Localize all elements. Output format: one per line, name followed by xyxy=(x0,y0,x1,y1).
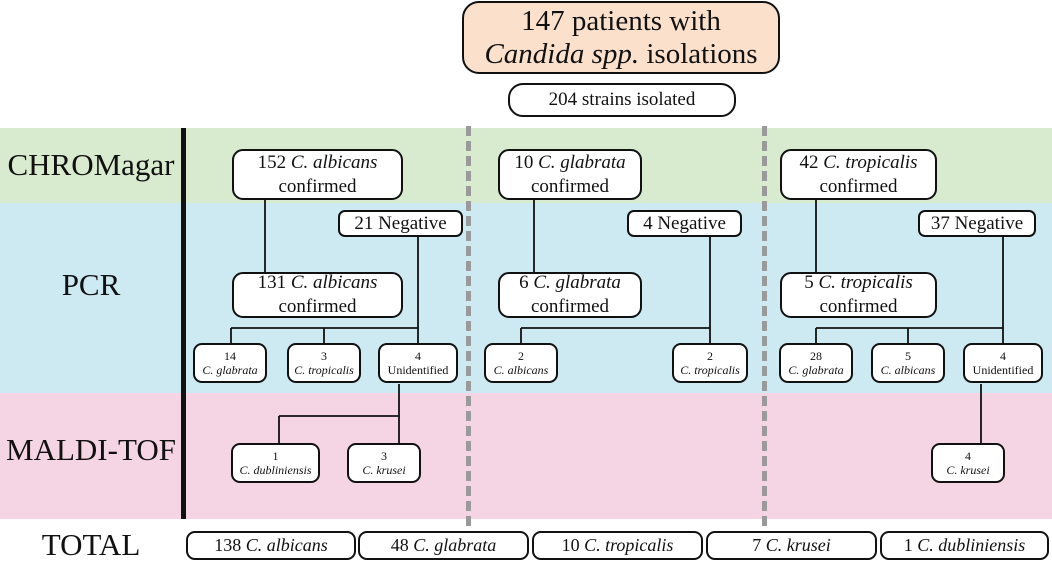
pcr-glabrata-box: 6 C. glabrata confirmed xyxy=(498,272,642,318)
chromagar-glabrata-box: 10 C. glabrata confirmed xyxy=(498,149,642,200)
row-label-pcr: PCR xyxy=(61,267,121,302)
column-divider-2 xyxy=(762,126,767,556)
negative-box-tropicalis: 37 Negative xyxy=(918,210,1036,237)
row-label-maldi: MALDI-TOF xyxy=(6,432,176,467)
negative-box-albicans: 21 Negative xyxy=(338,210,463,237)
total-label: TOTAL xyxy=(41,527,141,561)
column-divider-1 xyxy=(466,126,471,556)
row-divider-bar xyxy=(181,128,186,519)
total-glabrata: 48 C. glabrata xyxy=(358,531,529,560)
title-suffix: isolations xyxy=(639,37,758,70)
maldi-band xyxy=(0,393,1052,519)
title-genus: Candida spp. xyxy=(484,37,640,70)
title-line-1: 147 patients with xyxy=(521,4,721,37)
pcr-tropicalis-box: 5 C. tropicalis confirmed xyxy=(780,272,937,318)
strains-box: 204 strains isolated xyxy=(508,83,736,117)
total-dubliniensis: 1 C. dubliniensis xyxy=(880,531,1049,560)
total-krusei: 7 C. krusei xyxy=(706,531,877,560)
title-line-2: Candida spp. isolations xyxy=(464,38,778,71)
total-albicans: 138 C. albicans xyxy=(186,531,356,560)
pcr-albicans-box: 131 C. albicans confirmed xyxy=(232,272,403,318)
chromagar-tropicalis-box: 42 C. tropicalis confirmed xyxy=(780,149,937,200)
negative-box-glabrata: 4 Negative xyxy=(627,210,742,237)
title-box: 147 patients with Candida spp. isolation… xyxy=(462,1,780,74)
chromagar-albicans-box: 152 C. albicans confirmed xyxy=(232,149,403,200)
row-label-chromagar: CHROMagar xyxy=(7,147,175,182)
total-tropicalis: 10 C. tropicalis xyxy=(532,531,703,560)
